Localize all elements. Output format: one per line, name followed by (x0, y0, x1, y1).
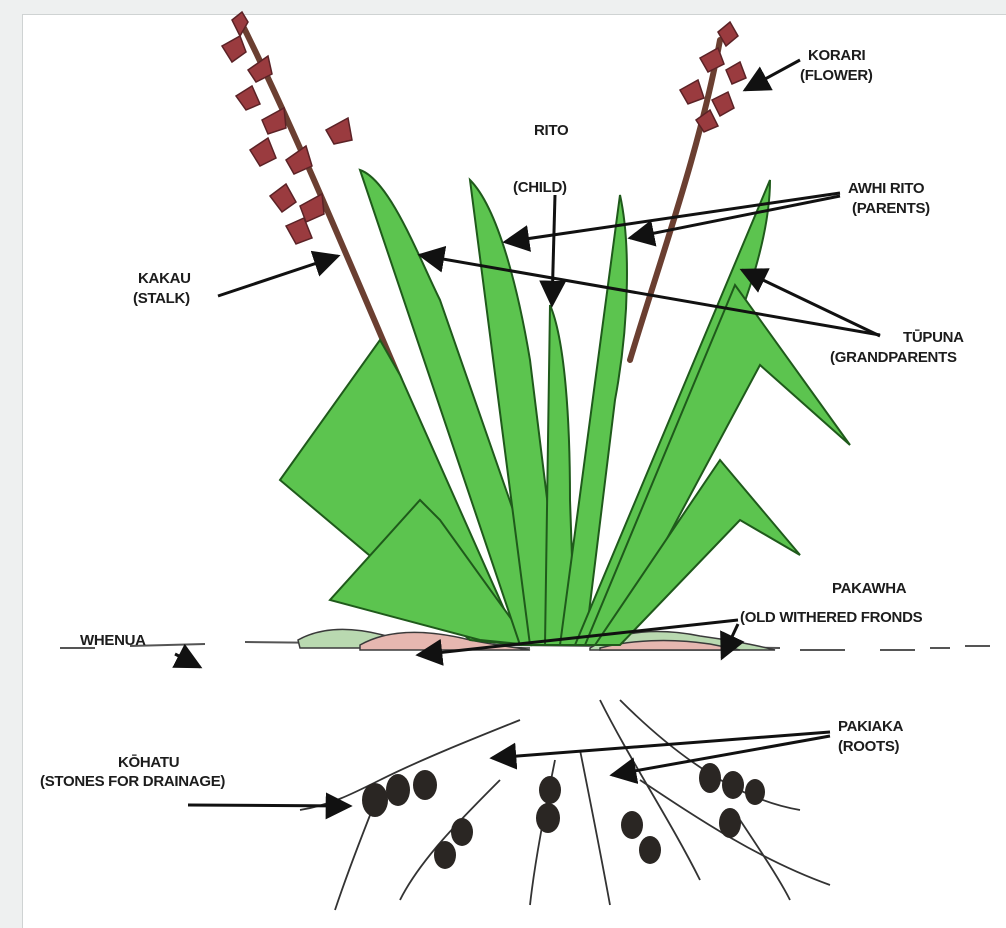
kohatu-stones (362, 763, 765, 869)
label-korari-sub: (FLOWER) (800, 67, 873, 84)
label-kohatu: KŌHATU (118, 754, 179, 771)
label-pakawha: PAKAWHA (832, 580, 907, 597)
label-korari: KORARI (808, 47, 865, 64)
label-pakawha-sub: (OLD WITHERED FRONDS (740, 609, 923, 626)
label-pakiaka: PAKIAKA (838, 718, 904, 735)
label-tupuna: TŪPUNA (903, 329, 964, 346)
label-pakiaka-sub: (ROOTS) (838, 738, 900, 755)
label-whenua: WHENUA (80, 632, 146, 649)
label-rito-sub: (CHILD) (513, 179, 567, 196)
label-tupuna-sub: (GRANDPARENTS (830, 349, 957, 366)
flax-leaves (280, 170, 850, 645)
label-rito: RITO (534, 122, 569, 139)
label-kakau-sub: (STALK) (133, 290, 190, 307)
label-kohatu-sub: (STONES FOR DRAINAGE) (40, 773, 225, 790)
label-kakau: KAKAU (138, 270, 191, 287)
label-awhi-rito-sub: (PARENTS) (852, 200, 930, 217)
label-awhi-rito: AWHI RITO (848, 180, 925, 197)
